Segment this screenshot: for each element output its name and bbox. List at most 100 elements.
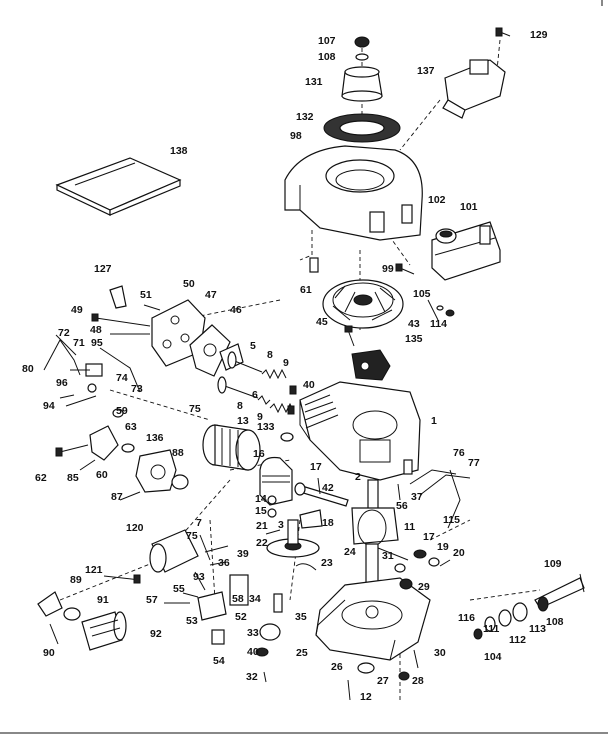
part-label-6: 6 xyxy=(252,389,258,401)
part-label-42: 42 xyxy=(322,482,334,494)
part-label-63: 63 xyxy=(125,421,137,433)
part-label-40: 40 xyxy=(303,379,315,391)
part-label-2: 2 xyxy=(355,471,361,483)
air-cleaner-101 xyxy=(431,221,501,281)
part-label-45: 45 xyxy=(316,316,328,328)
part-label-33: 33 xyxy=(247,627,259,639)
parts-36-39 xyxy=(194,545,229,591)
valve-springs xyxy=(257,368,297,415)
part-label-127: 127 xyxy=(94,263,112,275)
connecting-rod-17 xyxy=(294,477,349,507)
part-label-49: 49 xyxy=(71,304,83,316)
bolts-48-49 xyxy=(91,313,151,335)
part-label-80: 80 xyxy=(22,363,34,375)
part-label-131: 131 xyxy=(305,76,323,88)
blower-housing-98 xyxy=(284,145,423,241)
part-label-133: 133 xyxy=(257,421,275,433)
part-label-23: 23 xyxy=(321,557,333,569)
part-label-59: 59 xyxy=(116,405,128,417)
part-label-108: 108 xyxy=(318,51,336,63)
part-label-24: 24 xyxy=(344,546,356,558)
part-label-53: 53 xyxy=(186,615,198,627)
part-label-15: 15 xyxy=(255,505,267,517)
part-label-77: 77 xyxy=(468,457,480,469)
muffler-120 xyxy=(149,529,211,573)
part-label-136: 136 xyxy=(146,432,164,444)
gasket-52 xyxy=(229,574,249,606)
part-label-13: 13 xyxy=(237,415,249,427)
part-label-37: 37 xyxy=(411,491,423,503)
piston-16 xyxy=(259,456,293,506)
screw-129 xyxy=(495,27,511,37)
part-label-17: 17 xyxy=(310,461,322,473)
crankshaft-11 xyxy=(351,479,409,585)
part-label-90: 90 xyxy=(43,647,55,659)
part-label-71: 71 xyxy=(73,337,85,349)
part-label-9b: 9 xyxy=(257,411,263,423)
part-label-76: 76 xyxy=(453,447,465,459)
part-label-18: 18 xyxy=(322,517,334,529)
part-label-28: 28 xyxy=(412,675,424,687)
part-label-47: 47 xyxy=(205,289,217,301)
part-label-99: 99 xyxy=(382,263,394,275)
part-label-16: 16 xyxy=(253,448,265,460)
part-23 xyxy=(295,563,317,571)
bolt-45 xyxy=(344,325,355,347)
part-label-22: 22 xyxy=(256,537,268,549)
part-label-51: 51 xyxy=(140,289,152,301)
part-label-55: 55 xyxy=(173,583,185,595)
part-label-46: 46 xyxy=(230,304,242,316)
part-label-20: 20 xyxy=(453,547,465,559)
part-label-115: 115 xyxy=(443,514,460,526)
nut-107 xyxy=(354,36,370,61)
part-label-17b: 17 xyxy=(423,531,435,543)
part-label-60: 60 xyxy=(96,469,108,481)
part-label-35: 35 xyxy=(295,611,307,623)
manual-138 xyxy=(55,157,182,216)
part-label-58: 58 xyxy=(232,593,244,605)
nut-61 xyxy=(309,257,319,273)
screws-105-114 xyxy=(427,299,455,321)
governor-linkage xyxy=(43,334,141,407)
part-label-135: 135 xyxy=(405,333,423,345)
sump-fasteners xyxy=(347,649,419,701)
part-label-114: 114 xyxy=(430,318,447,330)
part-label-88: 88 xyxy=(172,447,184,459)
part-label-138: 138 xyxy=(170,145,188,157)
seal-29 xyxy=(394,563,413,590)
part-label-62: 62 xyxy=(35,472,47,484)
part-label-101: 101 xyxy=(460,201,478,213)
part-label-87: 87 xyxy=(111,491,123,503)
part-label-25: 25 xyxy=(296,647,308,659)
part-59 xyxy=(112,408,124,418)
part-label-1: 1 xyxy=(431,415,437,427)
part-label-109: 109 xyxy=(544,558,562,570)
part-label-8: 8 xyxy=(267,349,273,361)
part-label-111: 111 xyxy=(483,623,500,635)
part-label-85: 85 xyxy=(67,472,79,484)
part-label-120: 120 xyxy=(126,522,144,534)
part-label-94: 94 xyxy=(43,400,55,412)
part-label-12: 12 xyxy=(360,691,372,703)
part-label-39: 39 xyxy=(237,548,249,560)
filter-13 xyxy=(202,424,261,471)
screen-132 xyxy=(323,113,401,143)
part-label-34: 34 xyxy=(249,593,261,605)
flywheel-135 xyxy=(322,279,404,329)
starter-motor-92 xyxy=(37,591,127,651)
part-label-91: 91 xyxy=(97,594,109,606)
part-label-7: 7 xyxy=(196,517,202,529)
part-label-132: 132 xyxy=(296,111,314,123)
screw-51 xyxy=(143,304,161,311)
part-label-75b: 75 xyxy=(186,530,198,542)
cam-gear-22 xyxy=(265,519,320,558)
screw-99 xyxy=(395,263,415,275)
part-label-52: 52 xyxy=(235,611,247,623)
part-label-11: 11 xyxy=(404,521,415,533)
part-label-8b: 8 xyxy=(237,400,243,412)
carburetor-136 xyxy=(119,449,177,501)
ignition-module xyxy=(351,349,391,381)
part-label-89: 89 xyxy=(70,574,82,586)
part-label-108b: 108 xyxy=(546,616,564,628)
